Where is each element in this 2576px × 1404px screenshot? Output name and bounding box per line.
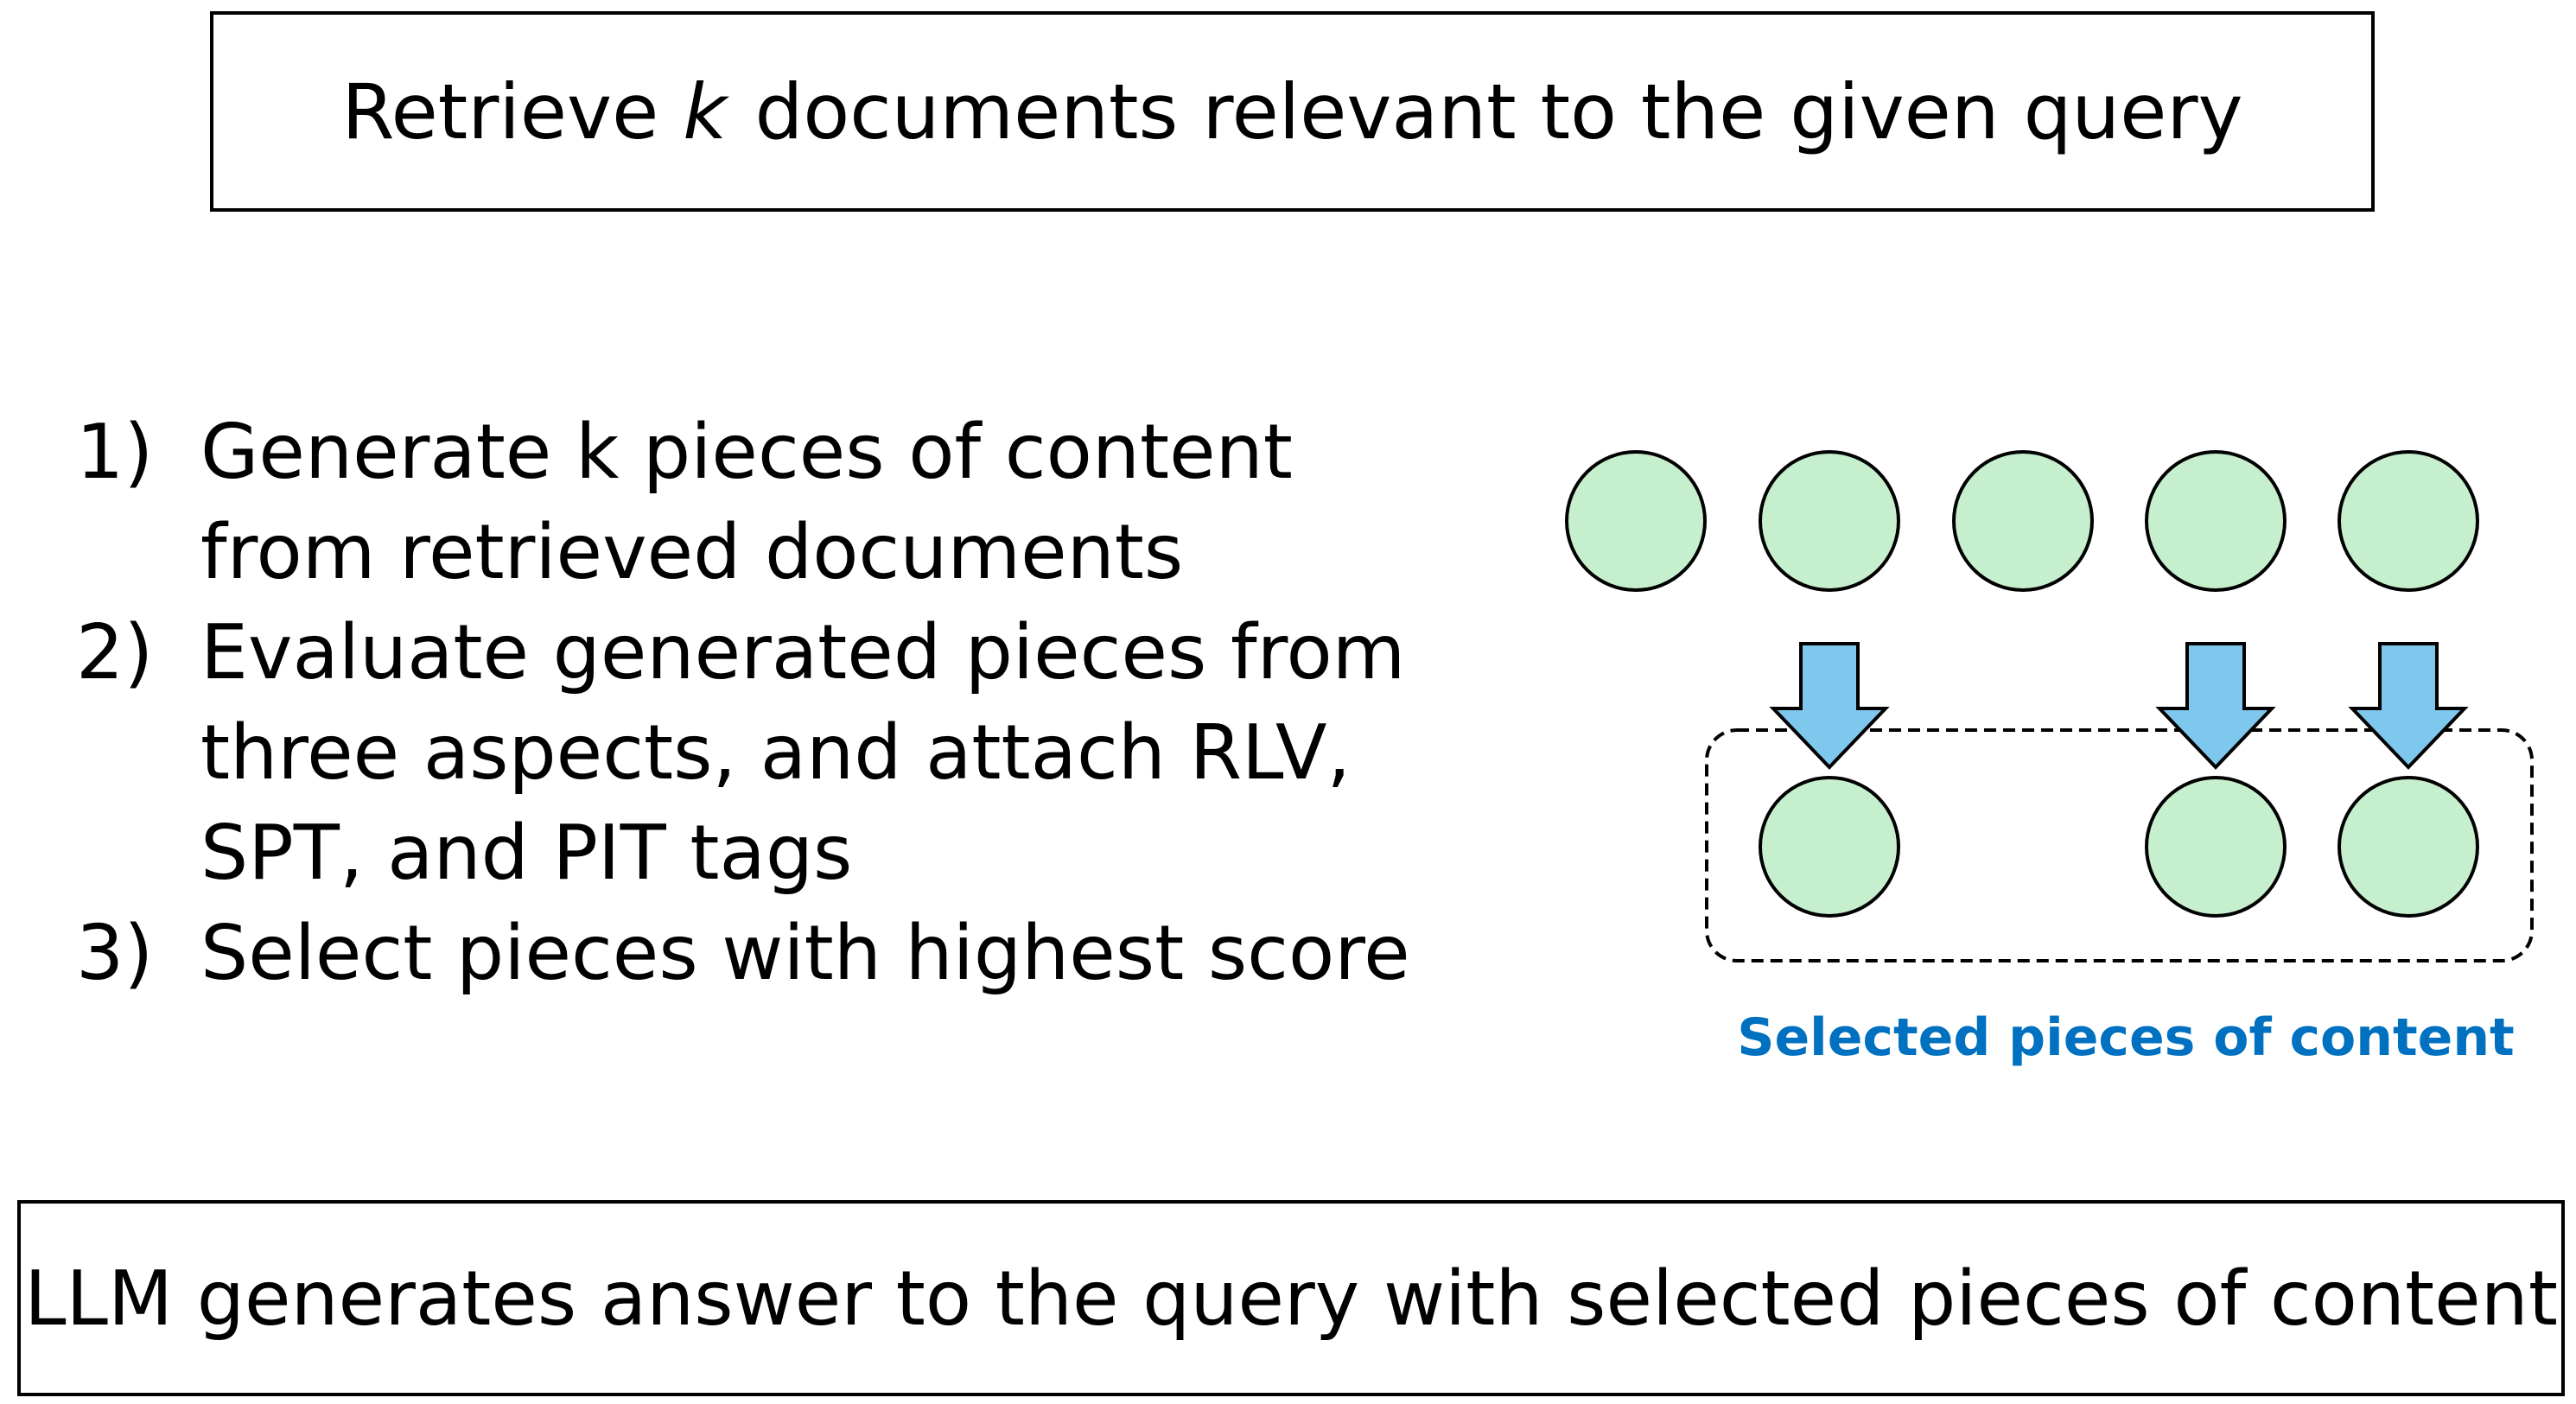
step-1-number: 1) (76, 408, 154, 496)
llm-answer-box: LLM generates answer to the query with s… (17, 1200, 2565, 1396)
selected-piece-2 (1759, 776, 1900, 918)
retrieve-text-start: Retrieve (341, 67, 684, 156)
step-1-line-1: Generate k pieces of content (200, 408, 1293, 496)
content-piece-1 (1565, 450, 1707, 592)
process-steps-list: 1) Generate k pieces of content from ret… (76, 402, 1459, 1003)
selected-pieces-row (1759, 776, 2479, 918)
step-2: 2) Evaluate generated pieces from three … (76, 602, 1459, 903)
step-2-line-2: three aspects, and attach RLV, (200, 708, 1352, 797)
retrieve-step-box: Retrieve k documents relevant to the giv… (210, 11, 2375, 212)
step-2-line-3: SPT, and PIT tags (200, 809, 853, 897)
retrieve-text-end: documents relevant to the given query (730, 67, 2243, 156)
step-1-line-2: from retrieved documents (200, 508, 1184, 596)
selected-pieces-caption: Selected pieces of content (1737, 1007, 2515, 1068)
step-1: 1) Generate k pieces of content from ret… (76, 402, 1459, 602)
step-2-line-1: Evaluate generated pieces from (200, 608, 1406, 696)
llm-answer-text: LLM generates answer to the query with s… (24, 1254, 2558, 1343)
down-arrow-icon (2348, 642, 2469, 770)
content-piece-5 (2337, 450, 2479, 592)
content-piece-3 (1952, 450, 2094, 592)
selected-piece-4 (2145, 776, 2287, 918)
content-piece-4 (2145, 450, 2287, 592)
content-piece-2 (1759, 450, 1900, 592)
step-3-line-1: Select pieces with highest score (200, 909, 1410, 997)
selected-pieces-group (1705, 728, 2534, 962)
step-2-number: 2) (76, 608, 154, 696)
down-arrow-icon (1769, 642, 1890, 770)
generated-pieces-row (1565, 450, 2479, 592)
selected-piece-5 (2337, 776, 2479, 918)
retrieve-k-variable: k (683, 67, 728, 156)
down-arrow-icon (2155, 642, 2276, 770)
selection-arrows (1769, 642, 2469, 770)
step-3-number: 3) (76, 909, 154, 997)
step-3: 3) Select pieces with highest score (76, 903, 1459, 1003)
